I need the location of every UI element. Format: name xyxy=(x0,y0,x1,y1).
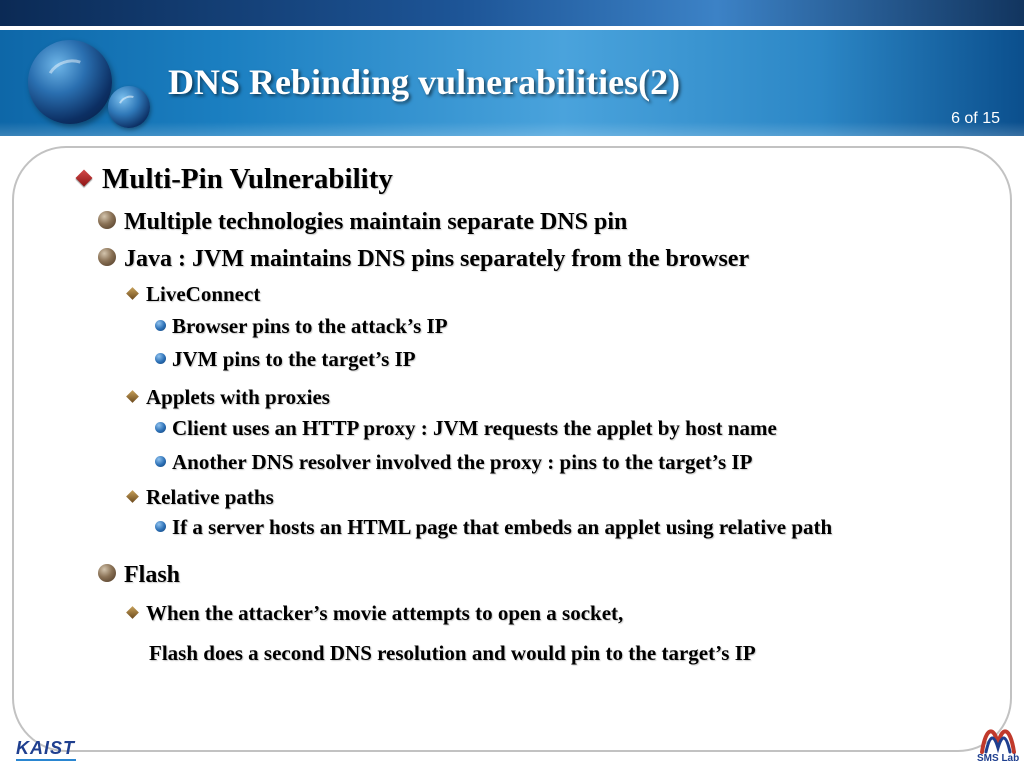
item-java-jvm: Java : JVM maintains DNS pins separately… xyxy=(98,244,749,274)
globe-logo-icon xyxy=(28,40,112,124)
header-band xyxy=(0,30,1024,136)
item-text: LiveConnect xyxy=(146,282,261,306)
item-text: JVM pins to the target’s IP xyxy=(172,347,416,371)
item-relative-paths: Relative paths xyxy=(126,484,274,510)
item-applets-proxies: Applets with proxies xyxy=(126,384,330,410)
dot-bullet-icon xyxy=(155,319,166,331)
diamond-bullet-icon xyxy=(126,489,139,503)
item-text: When the attacker’s movie attempts to op… xyxy=(146,601,624,625)
ball-bullet-icon xyxy=(98,564,116,583)
dot-bullet-icon xyxy=(155,352,166,364)
item-browser-pins: Browser pins to the attack’s IP xyxy=(155,313,448,339)
diamond-bullet-icon xyxy=(126,605,139,619)
item-flash-second-resolution: Flash does a second DNS resolution and w… xyxy=(149,641,756,665)
heading-multi-pin: Multi-Pin Vulnerability xyxy=(75,162,393,196)
item-client-http-proxy: Client uses an HTTP proxy : JVM requests… xyxy=(155,415,777,441)
item-text: Client uses an HTTP proxy : JVM requests… xyxy=(172,416,777,440)
dot-bullet-icon xyxy=(155,520,166,532)
dot-bullet-icon xyxy=(155,455,166,467)
heading-text: Multi-Pin Vulnerability xyxy=(102,163,393,195)
item-another-dns-resolver: Another DNS resolver involved the proxy … xyxy=(155,449,752,475)
content-frame xyxy=(12,146,1012,752)
item-flash: Flash xyxy=(98,560,180,590)
item-liveconnect: LiveConnect xyxy=(126,281,261,307)
kaist-logo: KAIST xyxy=(16,738,76,761)
diamond-bullet-icon xyxy=(126,389,139,403)
item-server-hosts-html: If a server hosts an HTML page that embe… xyxy=(155,514,832,540)
item-text: Multiple technologies maintain separate … xyxy=(124,209,628,235)
item-jvm-pins: JVM pins to the target’s IP xyxy=(155,346,416,372)
item-text: Flash xyxy=(124,562,181,588)
red-diamond-bullet-icon xyxy=(75,169,93,187)
page-indicator: 6 of 15 xyxy=(951,110,1000,127)
item-text: Java : JVM maintains DNS pins separately… xyxy=(124,246,750,272)
item-attacker-movie: When the attacker’s movie attempts to op… xyxy=(126,600,624,626)
dot-bullet-icon xyxy=(155,421,166,433)
top-strip xyxy=(0,0,1024,28)
item-text: Browser pins to the attack’s IP xyxy=(172,314,448,338)
small-globe-icon xyxy=(108,86,150,128)
item-multiple-technologies: Multiple technologies maintain separate … xyxy=(98,207,627,237)
ball-bullet-icon xyxy=(98,248,116,267)
item-text: Applets with proxies xyxy=(146,385,330,409)
ball-bullet-icon xyxy=(98,211,116,230)
item-text: Relative paths xyxy=(146,485,274,509)
diamond-bullet-icon xyxy=(126,286,139,300)
item-text: Another DNS resolver involved the proxy … xyxy=(172,450,753,474)
sms-lab-logo-icon xyxy=(980,729,1016,754)
sms-lab-label: SMS Lab xyxy=(977,753,1020,764)
item-text: If a server hosts an HTML page that embe… xyxy=(172,515,833,539)
slide-title: DNS Rebinding vulnerabilities(2) xyxy=(168,62,681,102)
